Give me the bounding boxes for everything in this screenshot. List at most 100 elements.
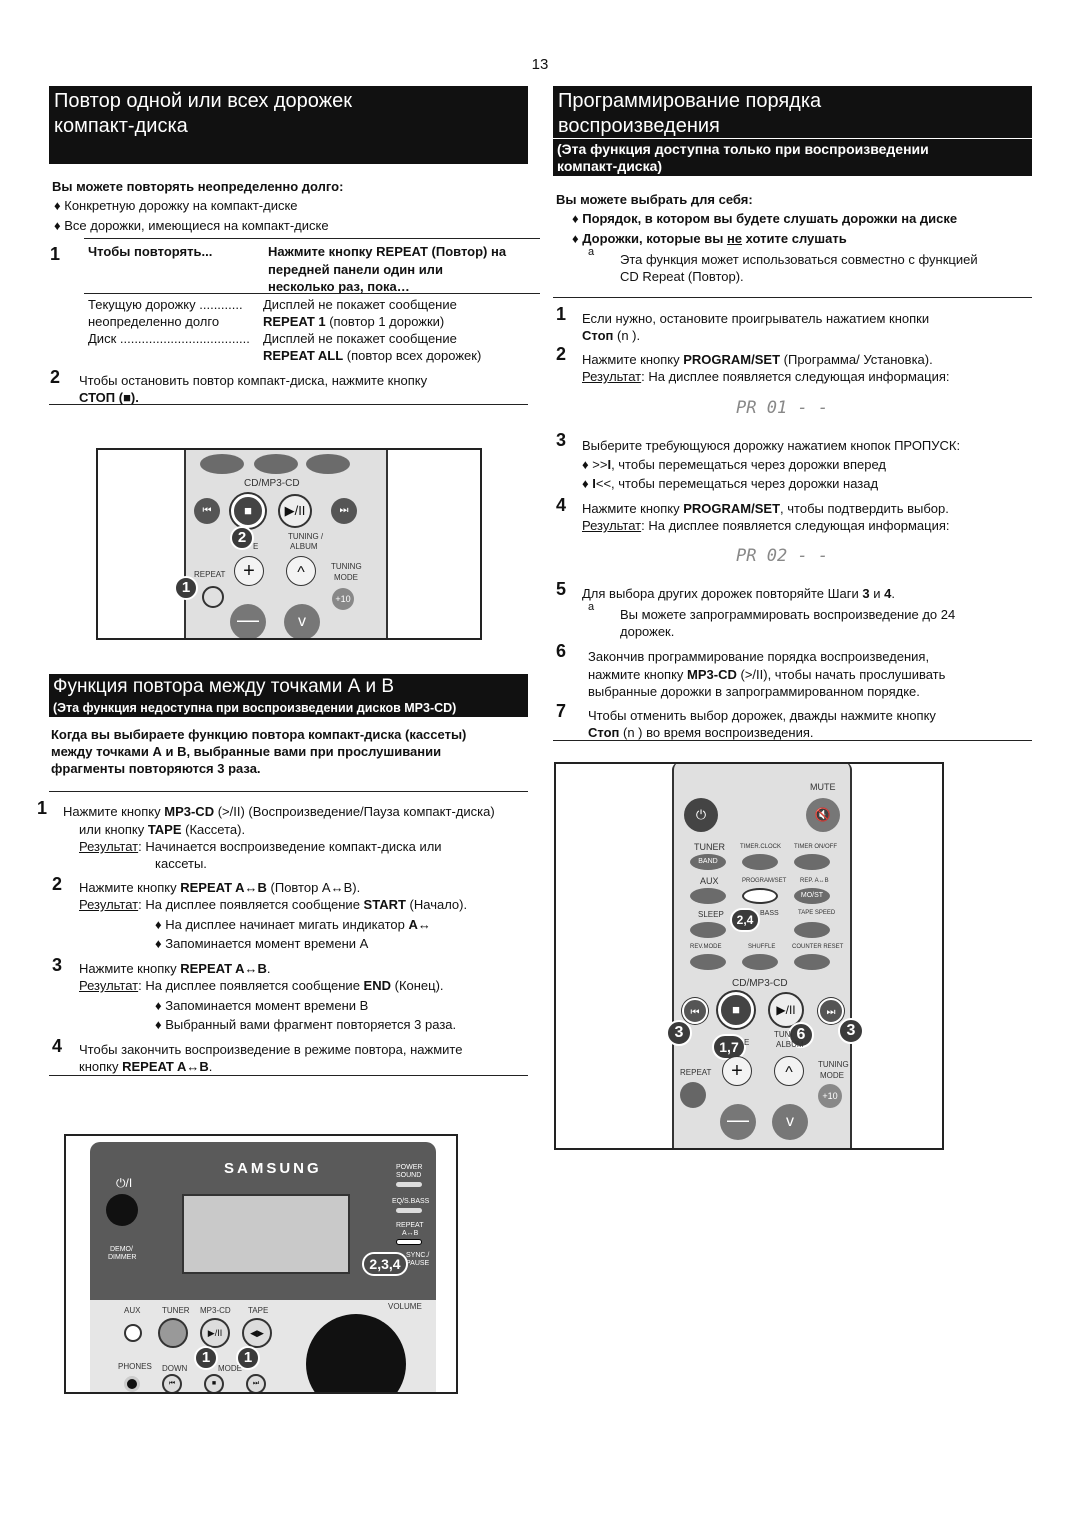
ab-step-1-result-2: кассеты. xyxy=(155,856,207,871)
volume-knob xyxy=(306,1314,406,1392)
skip-forward-icon: ⏭ xyxy=(818,998,844,1024)
tuning-album-label: TUNING / xyxy=(288,532,324,541)
text: Нажмите кнопку xyxy=(79,880,181,895)
tuning-label: TUNING xyxy=(331,562,362,571)
text: (Конец). xyxy=(391,978,444,993)
text: I xyxy=(592,476,596,491)
stop-label: Стоп xyxy=(588,725,620,740)
program-subtitle-2: компакт-диска) xyxy=(557,158,663,174)
play-pause-icon: ▶/II xyxy=(278,494,312,528)
plus10-button: +10 xyxy=(818,1084,842,1108)
band-button: BAND xyxy=(690,854,726,870)
power-sound-label-2: SOUND xyxy=(396,1172,422,1179)
text: ♦ xyxy=(582,476,593,491)
skip-forward-icon: ⏭ xyxy=(331,498,357,524)
text: Нажмите кнопку xyxy=(79,961,181,976)
program-step-6-3: выбранные дорожки в запрограммированном … xyxy=(588,684,920,699)
down-label: DOWN xyxy=(162,1364,188,1373)
text: Нажмите кнопку xyxy=(63,804,165,819)
program-step-3-bullet-1: ♦ >>I, чтобы перемещаться через дорожки … xyxy=(582,456,886,473)
text: : На дисплее появляется сообщение xyxy=(138,978,364,993)
text: 4 xyxy=(884,586,892,601)
repeat-title-line1: Повтор одной или всех дорожек xyxy=(54,90,352,112)
plus-icon: + xyxy=(234,556,264,586)
program-step-1: Если нужно, остановите проигрыватель наж… xyxy=(582,311,930,326)
step-2-text: Чтобы остановить повтор компакт-диска, н… xyxy=(79,373,428,388)
volume-label: VOLUME xyxy=(388,1302,422,1311)
table-header-press: Нажмите кнопку REPEAT (Повтор) на xyxy=(268,244,507,259)
callout-17: 1,7 xyxy=(712,1034,746,1060)
text: , чтобы перемещаться через дорожки впере… xyxy=(611,457,886,472)
text: : На дисплее появляется сообщение xyxy=(138,897,364,912)
plus-icon: + xyxy=(722,1056,752,1086)
program-step-1-b: Стоп (n ). xyxy=(582,327,640,344)
table-row-1-left: Текущую дорожку ............ xyxy=(88,297,243,312)
ab-step-1-line-1: Нажмите кнопку MP3-CD (>/II) (Воспроизве… xyxy=(63,803,495,820)
ab-indicator: A↔ xyxy=(408,917,431,932)
display-readout: PR 02 - - xyxy=(736,546,829,566)
brand-logo: SAMSUNG xyxy=(224,1160,322,1177)
cd-mp3-label: CD/MP3-CD xyxy=(244,478,300,489)
step-number: 2 xyxy=(556,344,567,364)
repeat-1-desc: (повтор 1 дорожки) xyxy=(325,314,445,329)
text: (Начало). xyxy=(405,897,468,912)
ab-step-1-line-2: или кнопку TAPE (Кассета). xyxy=(79,821,245,838)
note-icon: a xyxy=(588,601,595,613)
text: Нажмите кнопку xyxy=(582,501,684,516)
repeat-ab-label: REPEAT A↔B xyxy=(122,1059,209,1074)
counter-reset-button xyxy=(794,954,830,970)
result-label: Результат xyxy=(79,839,139,854)
text: (Программа/ Установка). xyxy=(780,352,933,367)
step-2-stop: СТОП (■). xyxy=(79,390,139,405)
table-header-to-repeat: Чтобы повторять... xyxy=(88,244,213,259)
text: (>/II), чтобы начать прослушивать xyxy=(736,667,946,682)
shuffle-label: SHUFFLE xyxy=(748,944,776,950)
step-number: 3 xyxy=(52,955,63,975)
callout-3: 3 xyxy=(838,1018,864,1044)
repeat-ab-button xyxy=(396,1239,422,1245)
text: ♦ >> xyxy=(582,457,608,472)
skip-back-icon: ⏮ xyxy=(162,1374,182,1392)
text: (>/II) (Воспроизведение/Пауза компакт-ди… xyxy=(214,804,495,819)
sleep-button xyxy=(690,922,726,938)
program-step-4-result: Результат: На дисплее появляется следующ… xyxy=(582,517,950,534)
repeat-label: REPEAT xyxy=(194,570,226,579)
sleep-label: SLEEP xyxy=(698,910,724,919)
timer-clock-button xyxy=(742,854,778,870)
text: (Повтор A↔B). xyxy=(266,880,361,895)
remote-button xyxy=(200,454,244,474)
remote-button xyxy=(254,454,298,474)
ab-step-1-result: Результат: Начинается воспроизведение ко… xyxy=(79,838,442,855)
step-number: 6 xyxy=(556,641,567,661)
skip-back-icon: ⏮ xyxy=(194,498,220,524)
callout-24: 2,4 xyxy=(730,908,760,932)
skip-forward-icon: ⏭ xyxy=(246,1374,266,1392)
remote-illustration: MUTE ⏻ 🔇 TUNER TIMER.CLOCK TIMER ON/OFF … xyxy=(554,762,944,1150)
mute-label: MUTE xyxy=(810,782,836,792)
end-label: END xyxy=(363,978,391,993)
mode-fragment: E xyxy=(744,1038,750,1047)
result-label: Результат xyxy=(79,897,139,912)
text: (n ). xyxy=(613,328,641,343)
start-label: START xyxy=(363,897,406,912)
text: Нажмите кнопку xyxy=(582,352,684,367)
program-step-6-2: нажмите кнопку MP3-CD (>/II), чтобы нача… xyxy=(588,666,945,683)
mode-label: MODE xyxy=(334,573,358,582)
text: . xyxy=(891,586,895,601)
program-step-6-1: Закончив программирование порядка воспро… xyxy=(588,649,930,664)
rev-mode-button xyxy=(690,954,726,970)
mp3cd-label: MP3-CD xyxy=(687,667,737,682)
ab-intro-3: фрагменты повторяются 3 раза. xyxy=(51,761,261,776)
table-row-3-right: Дисплей не покажет сообщение xyxy=(263,331,457,346)
text: (Кассета). xyxy=(181,822,246,837)
table-row-2-right: REPEAT 1 (повтор 1 дорожки) xyxy=(263,313,444,330)
result-label: Результат xyxy=(79,978,139,993)
text: ♦ На дисплее начинает мигать индикатор xyxy=(155,917,409,932)
program-note-1: Эта функция может использоваться совмест… xyxy=(620,252,978,267)
power-icon: ⏻/I xyxy=(116,1176,133,1190)
ab-step-2-bullet-2: ♦ Запоминается момент времени А xyxy=(155,936,369,951)
text: : На дисплее появляется следующая информ… xyxy=(641,369,950,384)
mode-label: MODE xyxy=(218,1364,242,1373)
mode-fragment: E xyxy=(253,542,259,551)
program-title-line2: воспроизведения xyxy=(558,115,720,137)
